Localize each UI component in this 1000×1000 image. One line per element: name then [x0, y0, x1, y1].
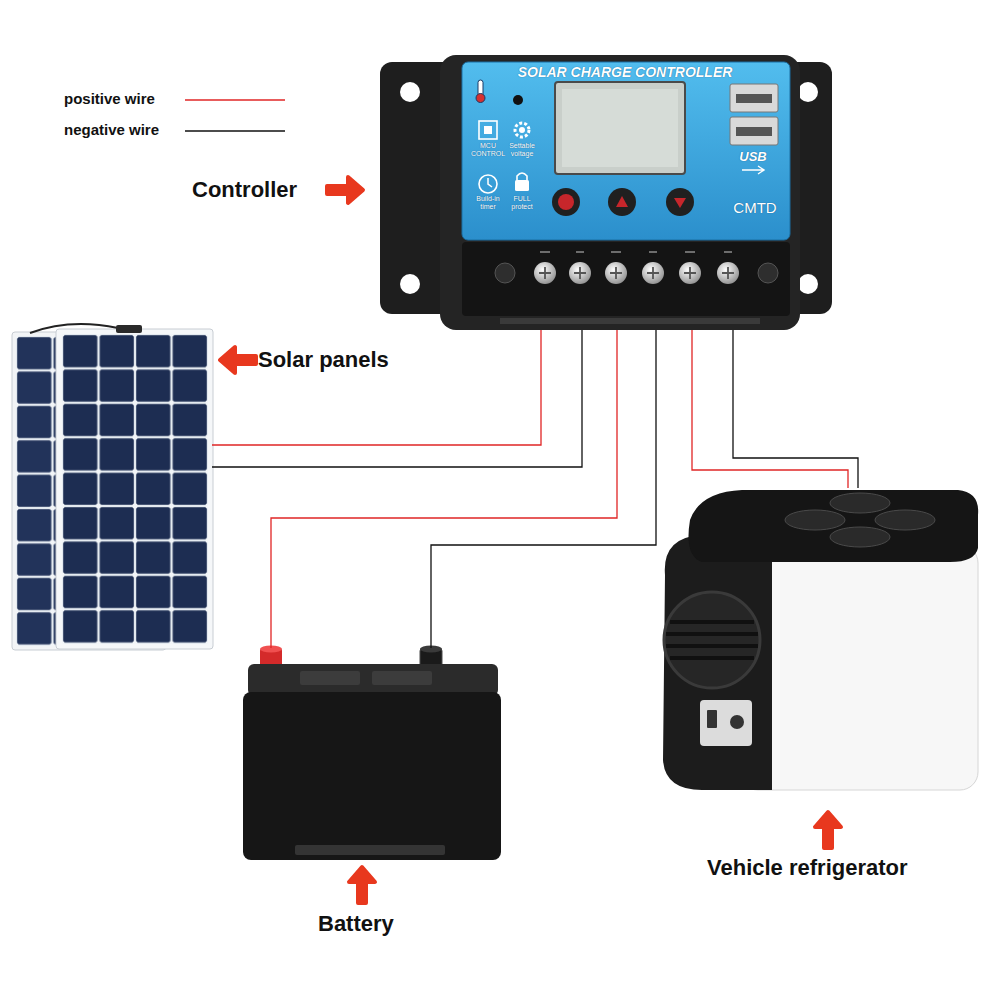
positive-wire-sample — [185, 99, 285, 100]
controller-picture-part — [540, 251, 732, 253]
controller-picture-part — [562, 89, 678, 167]
solar-panels-node: Solar panels — [12, 328, 212, 650]
solar-panels-picture-part — [30, 324, 118, 333]
controller-picture-part — [736, 127, 772, 136]
controller-picture-part — [742, 166, 764, 174]
controller-picture-part — [462, 62, 790, 240]
refrigerator-picture-part — [700, 700, 752, 746]
controller-picture-part — [519, 127, 525, 133]
panel-label: Settable voltage — [504, 142, 540, 158]
terminal-screws-part — [539, 267, 734, 279]
controller-picture-part — [666, 188, 694, 216]
refrigerator-picture-part — [875, 510, 935, 530]
controller-picture-part — [758, 263, 778, 283]
controller-picture-part — [552, 188, 580, 216]
solar-panels-picture-part — [56, 329, 213, 649]
battery-picture-part — [243, 692, 501, 860]
panel-label: SOLAR CHARGE CONTROLLER — [518, 64, 733, 81]
controller-picture-part — [736, 94, 772, 103]
refrigerator-picture-part — [830, 527, 890, 547]
refrigerator-picture-part — [740, 545, 978, 790]
controller-picture-part — [488, 178, 492, 187]
controller-picture-part — [479, 121, 497, 139]
device-label: Controller — [192, 177, 297, 203]
battery-node: Battery — [240, 648, 502, 860]
controller-picture-part — [558, 194, 574, 210]
controller-node: Controller — [380, 55, 832, 330]
solar-panels-picture — [12, 324, 213, 650]
negative-wire — [212, 330, 582, 467]
controller-picture-part — [798, 82, 818, 102]
controller-picture-part — [476, 94, 485, 103]
controller-picture-part — [495, 263, 515, 283]
controller-picture-part — [400, 274, 420, 294]
refrigerator-node: Vehicle refrigerator — [660, 488, 980, 790]
panel-label: Build-in timer — [470, 195, 506, 211]
controller-picture-part — [479, 175, 497, 193]
controller-picture-part — [517, 173, 527, 180]
controller-picture-part — [440, 55, 800, 330]
battery-picture-part — [248, 664, 498, 696]
refrigerator-picture-part — [664, 592, 760, 688]
device-label: Vehicle refrigerator — [707, 855, 908, 881]
panel-label: MCU CONTROL — [470, 142, 506, 158]
controller-picture-part — [513, 95, 523, 105]
terminal-screws — [534, 262, 739, 284]
controller-picture-part — [674, 198, 686, 208]
battery-picture-part — [295, 845, 445, 855]
legend-entry: negative wire — [64, 121, 159, 139]
negative-wire — [431, 330, 656, 648]
controller-picture-part — [515, 180, 529, 191]
panel-label: FULL protect — [505, 195, 539, 211]
refrigerator-picture — [663, 490, 978, 790]
negative-wire — [733, 330, 858, 488]
legend-text: positive wire — [64, 90, 155, 107]
pointer-arrows-part — [815, 812, 841, 848]
refrigerator-picture-part — [785, 510, 845, 530]
panel-label: CMTD — [733, 199, 776, 217]
positive-wire — [271, 330, 617, 648]
panel-label: USB — [739, 149, 766, 164]
battery-picture-part — [300, 671, 360, 685]
solar-panels-picture-part — [62, 334, 208, 644]
refrigerator-picture-part — [830, 493, 890, 513]
pointer-arrows-part — [349, 867, 375, 903]
refrigerator-picture-part — [663, 535, 772, 790]
pointer-arrows — [220, 177, 841, 903]
controller-picture-part — [555, 82, 685, 174]
controller-picture-part — [608, 188, 636, 216]
legend-text: negative wire — [64, 121, 159, 138]
legend-samples — [185, 100, 285, 131]
controller-picture-part — [400, 82, 420, 102]
device-label: Battery — [318, 911, 394, 937]
pointer-arrows-part — [220, 347, 256, 373]
positive-wire — [212, 330, 541, 445]
battery-picture-part — [372, 671, 432, 685]
refrigerator-picture-part — [707, 710, 717, 728]
controller-picture-part — [484, 126, 492, 134]
controller-picture-part — [616, 196, 628, 207]
legend-entry: positive wire — [64, 90, 155, 108]
device-label: Solar panels — [258, 347, 389, 373]
refrigerator-picture-part — [666, 622, 758, 658]
pointer-arrows-part — [327, 177, 363, 203]
controller-picture-part — [798, 274, 818, 294]
controller-picture-part — [730, 84, 778, 112]
controller-picture-part — [462, 242, 790, 316]
controller-picture — [380, 55, 832, 330]
battery-picture — [243, 646, 501, 861]
controller-picture-part — [500, 318, 760, 324]
controller-picture-part — [730, 117, 778, 145]
controller-picture-part — [515, 123, 529, 137]
solar-panels-picture-part — [116, 325, 142, 333]
negative-wire-sample — [185, 130, 285, 131]
refrigerator-picture-part — [730, 715, 744, 729]
refrigerator-picture-part — [689, 490, 979, 562]
positive-wire — [692, 330, 848, 488]
